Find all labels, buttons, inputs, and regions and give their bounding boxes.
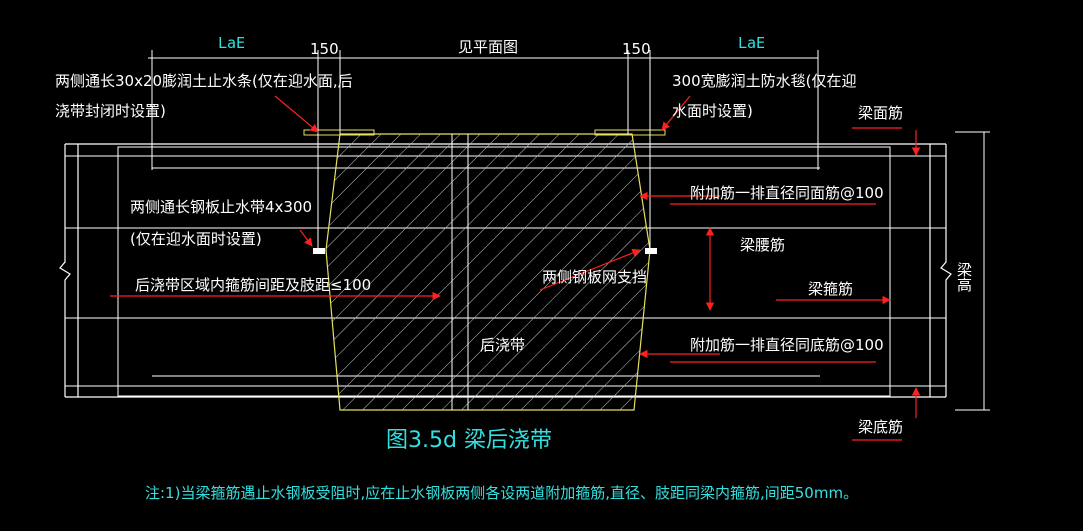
figure-title: 图3.5d 梁后浇带	[386, 428, 552, 453]
label-beam-top-bar: 梁面筋	[858, 104, 904, 122]
label-stirrup: 梁箍筋	[808, 280, 854, 298]
label-post-pour-strip: 后浇带	[480, 336, 526, 354]
post-pour-strip	[303, 129, 666, 411]
label-beam-height: 梁高	[955, 262, 973, 292]
dim-lae-left: LaE	[218, 34, 246, 52]
dimension-lines	[148, 50, 990, 411]
note-bentonite-blanket-line2: 水面时设置)	[672, 102, 753, 120]
note-steel-plate-line2: (仅在迎水面时设置)	[130, 230, 262, 248]
dim-lae-right: LaE	[738, 34, 766, 52]
note-water-stop-strip-line2: 浇带封闭时设置)	[55, 102, 166, 120]
note-bentonite-blanket-line1: 300宽膨润土防水毯(仅在迎	[672, 72, 857, 90]
note-steel-plate-line1: 两侧通长钢板止水带4x300	[130, 198, 313, 216]
leader-lines	[110, 95, 921, 441]
label-beam-bottom-bar: 梁底筋	[858, 418, 904, 436]
label-extra-top-bar: 附加筋一排直径同面筋@100	[690, 184, 884, 202]
dim-150-right: 150	[622, 40, 651, 58]
note-steel-mesh: 两侧钢板网支挡	[542, 268, 648, 286]
dim-150-left: 150	[310, 40, 339, 58]
footnote: 注:1)当梁箍筋遇止水钢板受阻时,应在止水钢板两侧各设两道附加箍筋,直径、肢距同…	[145, 484, 859, 502]
label-waist-bar: 梁腰筋	[740, 236, 786, 254]
label-extra-bottom-bar: 附加筋一排直径同底筋@100	[690, 336, 884, 354]
note-stirrup-spacing: 后浇带区域内箍筋间距及肢距≤100	[135, 276, 372, 294]
dim-see-plan: 见平面图	[458, 38, 519, 56]
note-water-stop-strip-line1: 两侧通长30x20膨润土止水条(仅在迎水面,后	[55, 72, 353, 90]
